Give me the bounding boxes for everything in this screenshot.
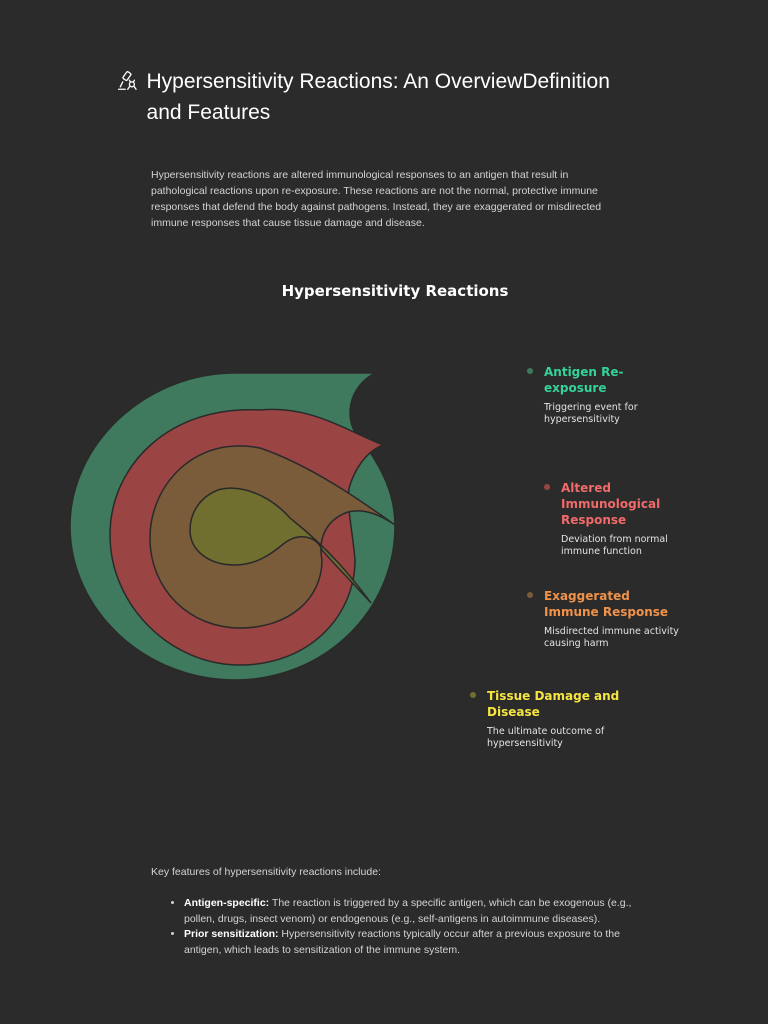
legend-description: Triggering event for hypersensitivity xyxy=(544,402,638,425)
legend-dot xyxy=(527,592,533,598)
legend-title: Exaggerated Immune Response xyxy=(544,589,669,619)
intro-paragraph: Hypersensitivity reactions are altered i… xyxy=(151,168,602,229)
legend-dot xyxy=(527,368,533,374)
legend-title: Antigen Re-exposure xyxy=(544,365,624,395)
features-list: Antigen-specific: The reaction is trigge… xyxy=(172,896,634,958)
legend-item-tissue-damage-and-disease: Tissue Damage and Disease The ultimate o… xyxy=(470,688,647,750)
feature-text: Hypersensitivity reactions typically occ… xyxy=(184,928,620,956)
page-header: Hypersensitivity Reactions: An OverviewD… xyxy=(117,66,637,128)
diagram-title: Hypersensitivity Reactions xyxy=(281,282,509,300)
legend-item-exaggerated-immune-response: Exaggerated Immune Response Misdirected … xyxy=(527,588,704,650)
legend-description: Misdirected immune activity causing harm xyxy=(544,626,679,649)
feature-label: Antigen-specific: xyxy=(184,897,270,909)
microscope-icon xyxy=(117,71,137,90)
legend-title: Tissue Damage and Disease xyxy=(487,689,620,719)
page-title: Hypersensitivity Reactions: An OverviewD… xyxy=(146,70,610,124)
legend-description: The ultimate outcome of hypersensitivity xyxy=(487,726,605,749)
features-intro: Key features of hypersensitivity reactio… xyxy=(151,866,381,878)
legend-dot xyxy=(544,484,550,490)
feature-label: Prior sensitization: xyxy=(184,928,279,940)
list-item: Prior sensitization: Hypersensitivity re… xyxy=(184,927,634,958)
list-item: Antigen-specific: The reaction is trigge… xyxy=(184,896,634,927)
legend-item-antigen-re-exposure: Antigen Re-exposure Triggering event for… xyxy=(527,364,704,426)
layered-diagram xyxy=(69,372,396,681)
legend-description: Deviation from normal immune function xyxy=(561,534,668,557)
legend-dot xyxy=(470,692,476,698)
layer-tissue-damage-and-disease xyxy=(189,487,372,604)
feature-text: The reaction is triggered by a specific … xyxy=(184,897,632,925)
legend-title: Altered Immunological Response xyxy=(561,481,661,527)
legend-item-altered-immunological-response: Altered Immunological Response Deviation… xyxy=(544,480,721,558)
